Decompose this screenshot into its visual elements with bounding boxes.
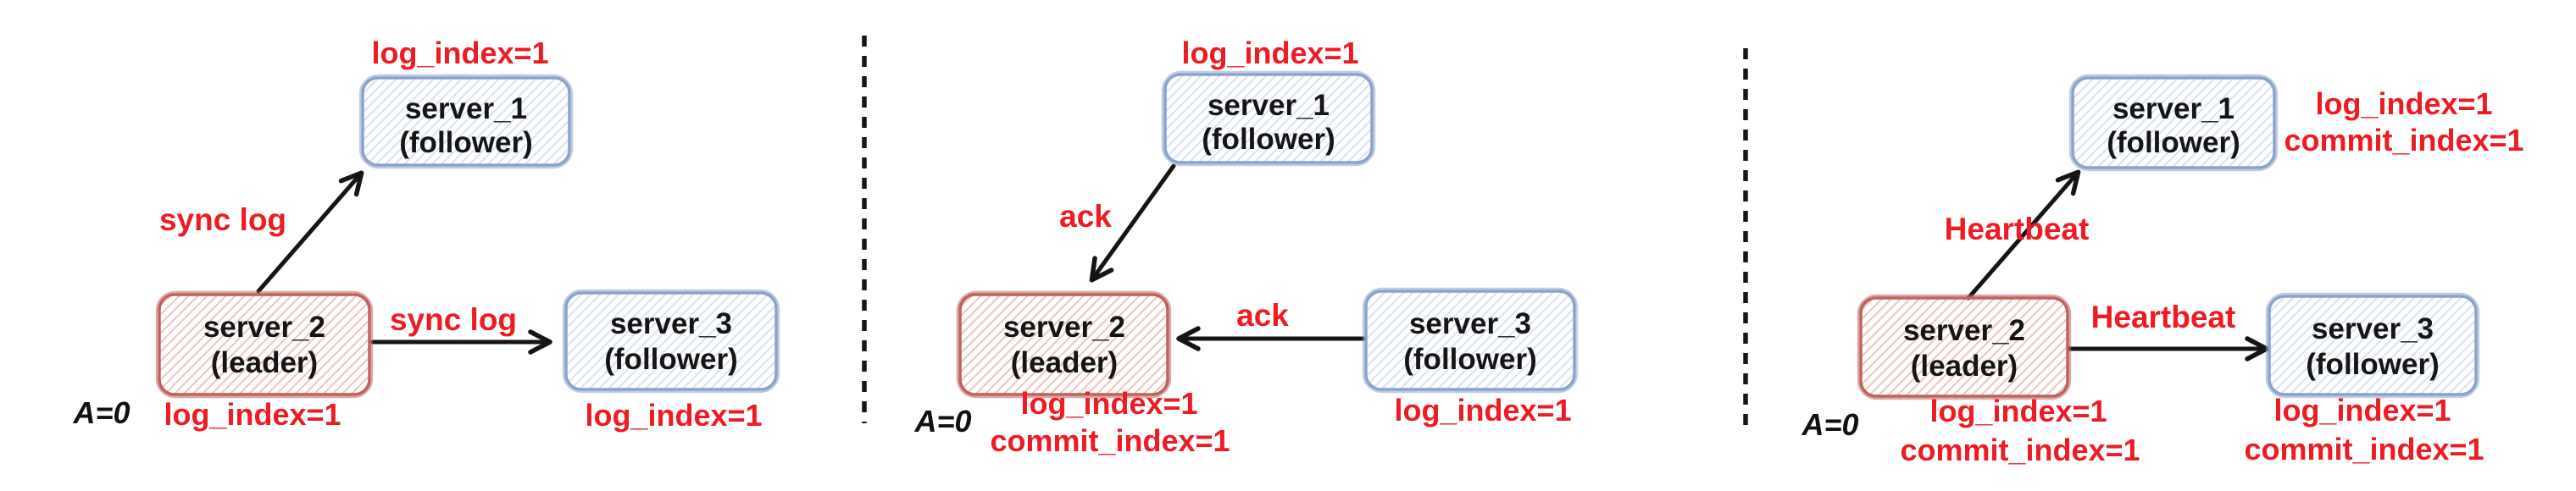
server-1-node: server_1 (follower) xyxy=(2068,74,2279,172)
server-1-node: server_1 (follower) xyxy=(358,74,574,169)
server-1-name: server_1 xyxy=(2112,92,2235,125)
server-1-name: server_1 xyxy=(405,92,527,125)
server-1-role: (follower) xyxy=(399,126,532,159)
server-2-name: server_2 xyxy=(1003,311,1125,344)
server-2-log-index-note: log_index=1 xyxy=(1929,394,2107,428)
panel-heartbeat: server_1 (follower) server_2 (leader) se… xyxy=(1801,74,2524,467)
server-1-log-index-note: log_index=1 xyxy=(2315,86,2492,121)
heartbeat-label-2: Heartbeat xyxy=(2091,300,2236,334)
a-value-label: A=0 xyxy=(1801,407,1858,442)
server-2-log-index-note: log_index=1 xyxy=(164,397,341,432)
server-3-log-index-note: log_index=1 xyxy=(1394,393,1571,428)
server-2-name: server_2 xyxy=(203,311,325,344)
server-1-commit-index-note: commit_index=1 xyxy=(2284,123,2523,157)
server-3-role: (follower) xyxy=(1403,343,1536,376)
server-2-node: server_2 (leader) xyxy=(155,290,374,399)
server-1-role: (follower) xyxy=(2107,126,2240,159)
ack-label-1: ack xyxy=(1059,199,1112,234)
server-3-name: server_3 xyxy=(2312,312,2434,345)
server-2-role: (leader) xyxy=(211,346,318,379)
server-3-role: (follower) xyxy=(604,343,737,376)
server-3-role: (follower) xyxy=(2306,348,2439,381)
ack-label-2: ack xyxy=(1236,298,1289,333)
sync-log-label-1: sync log xyxy=(159,202,286,237)
server-2-node: server_2 (leader) xyxy=(956,290,1172,399)
sync-log-label-2: sync log xyxy=(390,302,517,337)
server-2-name: server_2 xyxy=(1903,314,2025,347)
server-3-node: server_3 (follower) xyxy=(1362,287,1579,394)
panel-log-sync: server_1 (follower) server_2 (leader) se… xyxy=(72,36,780,433)
server-2-role: (leader) xyxy=(1911,350,2018,383)
server-3-name: server_3 xyxy=(1409,307,1531,340)
server-1-node: server_1 (follower) xyxy=(1161,70,1376,167)
arrow-server2-to-server1 xyxy=(1966,169,2081,301)
server-1-log-index-note: log_index=1 xyxy=(1181,36,1358,70)
server-1-role: (follower) xyxy=(1202,123,1335,156)
heartbeat-label-1: Heartbeat xyxy=(1945,212,2090,246)
a-value-label: A=0 xyxy=(72,395,130,430)
arrow-server1-to-server2 xyxy=(1089,163,1176,283)
server-3-node: server_3 (follower) xyxy=(562,289,780,394)
server-3-name: server_3 xyxy=(610,307,732,340)
a-value-label: A=0 xyxy=(913,404,971,439)
server-3-log-index-note: log_index=1 xyxy=(585,398,762,433)
server-2-commit-index-note: commit_index=1 xyxy=(1900,433,2140,467)
arrow-server2-to-server1 xyxy=(256,170,364,294)
server-2-node: server_2 (leader) xyxy=(1857,294,2072,400)
server-1-name: server_1 xyxy=(1208,89,1330,122)
server-2-role: (leader) xyxy=(1011,346,1118,379)
server-3-commit-index-note: commit_index=1 xyxy=(2244,432,2484,466)
server-2-log-index-note: log_index=1 xyxy=(1020,386,1197,421)
panel-ack: server_1 (follower) server_2 (leader) se… xyxy=(913,36,1579,458)
server-2-commit-index-note: commit_index=1 xyxy=(990,423,1230,458)
server-3-node: server_3 (follower) xyxy=(2265,292,2480,399)
server-3-log-index-note: log_index=1 xyxy=(2273,393,2451,428)
server-1-log-index-note: log_index=1 xyxy=(371,36,548,70)
